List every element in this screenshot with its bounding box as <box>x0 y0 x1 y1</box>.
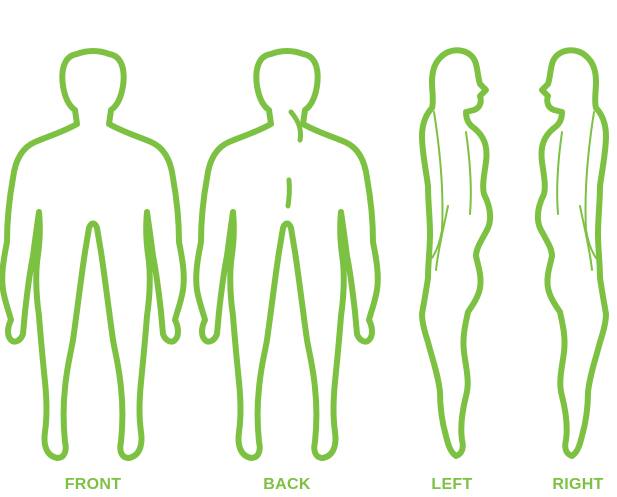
view-label-front: FRONT <box>52 473 134 497</box>
right-back-line <box>557 132 562 214</box>
spine-mark-upper <box>291 112 301 140</box>
left-back-line <box>466 132 471 214</box>
view-label-right: RIGHT <box>540 473 616 497</box>
right-body-figure <box>538 50 606 456</box>
front-body-figure <box>2 51 184 458</box>
view-label-left: LEFT <box>414 473 490 497</box>
view-label-back: BACK <box>246 473 328 497</box>
back-body-figure <box>196 51 378 458</box>
left-body-figure <box>422 50 490 456</box>
spine-mark-lower <box>288 180 289 206</box>
